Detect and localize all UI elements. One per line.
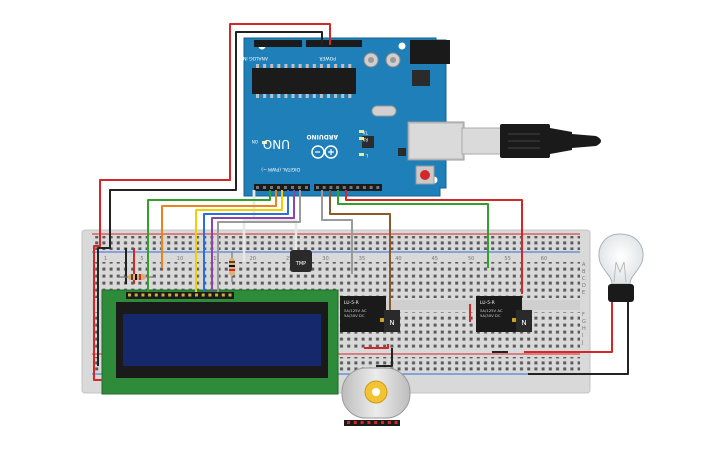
power-header[interactable] [306, 40, 362, 47]
uno-label: UNO [263, 137, 290, 151]
column-number: 45 [432, 256, 438, 262]
barrel-jack[interactable] [410, 40, 450, 64]
lcd-display[interactable] [101, 289, 339, 395]
wire-lamp-red[interactable] [524, 300, 613, 353]
lcd-header-pins [126, 292, 234, 299]
column-number: 40 [395, 256, 401, 262]
row-letter: C [582, 276, 586, 282]
row-letter: F [582, 312, 585, 318]
wire-gnd-black[interactable] [97, 31, 323, 366]
relay-module-1[interactable]: LU-5-R 5A/125V AC 5A/30V DC N [340, 296, 400, 332]
wire-relay2-green[interactable] [337, 190, 489, 268]
on-led [262, 141, 267, 144]
tmp-label: TMP [295, 261, 306, 267]
column-number: 5 [140, 256, 143, 262]
microcontroller-chip [252, 68, 356, 94]
arduino-uno-board[interactable]: ANALOG IN POWER ON TX RX L [243, 37, 465, 197]
analog-in-label: ANALOG IN [243, 55, 268, 61]
column-number: 55 [504, 256, 510, 262]
on-led-label: ON [252, 139, 258, 144]
analog-header[interactable] [254, 40, 302, 47]
relay-module-2[interactable]: LU-5-R 5A/125V AC 5A/30V DC N [476, 296, 532, 332]
column-number: 50 [468, 256, 474, 262]
row-letter: H [582, 326, 586, 332]
light-bulb[interactable] [598, 233, 644, 302]
digital-label: DIGITAL (PWM ~) [261, 166, 300, 172]
row-letter: G [582, 319, 586, 325]
row-letter: E [582, 290, 585, 296]
relay-2-spec2: 5A/30V DC [480, 313, 501, 318]
resistor-1[interactable] [118, 274, 156, 280]
relay-1-spec2: 5A/30V DC [344, 313, 365, 318]
row-letter: B [582, 269, 586, 275]
resistor-2[interactable] [229, 252, 235, 282]
column-number: 1 [104, 256, 107, 262]
digital-header-low[interactable] [254, 184, 310, 191]
wire-lcd-gray[interactable] [217, 190, 301, 292]
wire-lcd-blue[interactable] [203, 190, 289, 292]
rx-label: RX [362, 137, 368, 142]
usb-cable[interactable] [461, 124, 601, 158]
wire-5v-red[interactable] [93, 23, 331, 381]
temperature-sensor[interactable]: TMP [290, 250, 312, 272]
column-number: 25 [286, 256, 292, 262]
wire-relay2-red[interactable] [345, 190, 523, 294]
column-number: 60 [541, 256, 547, 262]
power-label: POWER [319, 55, 336, 61]
row-letter: A [582, 262, 586, 268]
column-number: 10 [177, 256, 183, 262]
digital-header-high[interactable] [314, 184, 382, 191]
wire-relay1-brown[interactable] [329, 190, 391, 318]
column-number: 35 [359, 256, 365, 262]
wire-lcd-orange[interactable] [161, 190, 277, 268]
column-number: 15 [213, 256, 219, 262]
wire-lamp-black[interactable] [528, 300, 629, 375]
wire-lcd-purple[interactable] [211, 190, 295, 292]
arduino-logo [311, 145, 338, 159]
relay-2-spec1: 5A/125V AC [480, 308, 503, 313]
transistor-2-label: N [521, 319, 526, 327]
column-number: 20 [250, 256, 256, 262]
wire-lcd-yellow[interactable] [195, 190, 283, 292]
arduino-brand-label: ARDUINO [307, 133, 338, 140]
wire-gray[interactable] [321, 190, 353, 274]
relay-2-model: LU-5-R [480, 300, 495, 306]
relay-1-spec1: 5A/125V AC [344, 308, 367, 313]
dc-motor[interactable] [341, 367, 411, 426]
wires[interactable] [93, 23, 629, 381]
row-letter: I [582, 333, 583, 339]
column-number: 30 [322, 256, 328, 262]
wire-lcd-green[interactable] [147, 190, 271, 292]
relay-1-model: LU-5-R [344, 300, 359, 306]
lcd-screen [123, 314, 321, 366]
transistor-1-label: N [389, 319, 394, 327]
bulb-socket [608, 284, 634, 302]
tx-label: TX [363, 130, 369, 135]
row-letter: D [582, 283, 586, 289]
top-power-rail[interactable] [92, 236, 580, 250]
row-letter: J [581, 340, 583, 346]
l-led-label: L [365, 153, 368, 158]
